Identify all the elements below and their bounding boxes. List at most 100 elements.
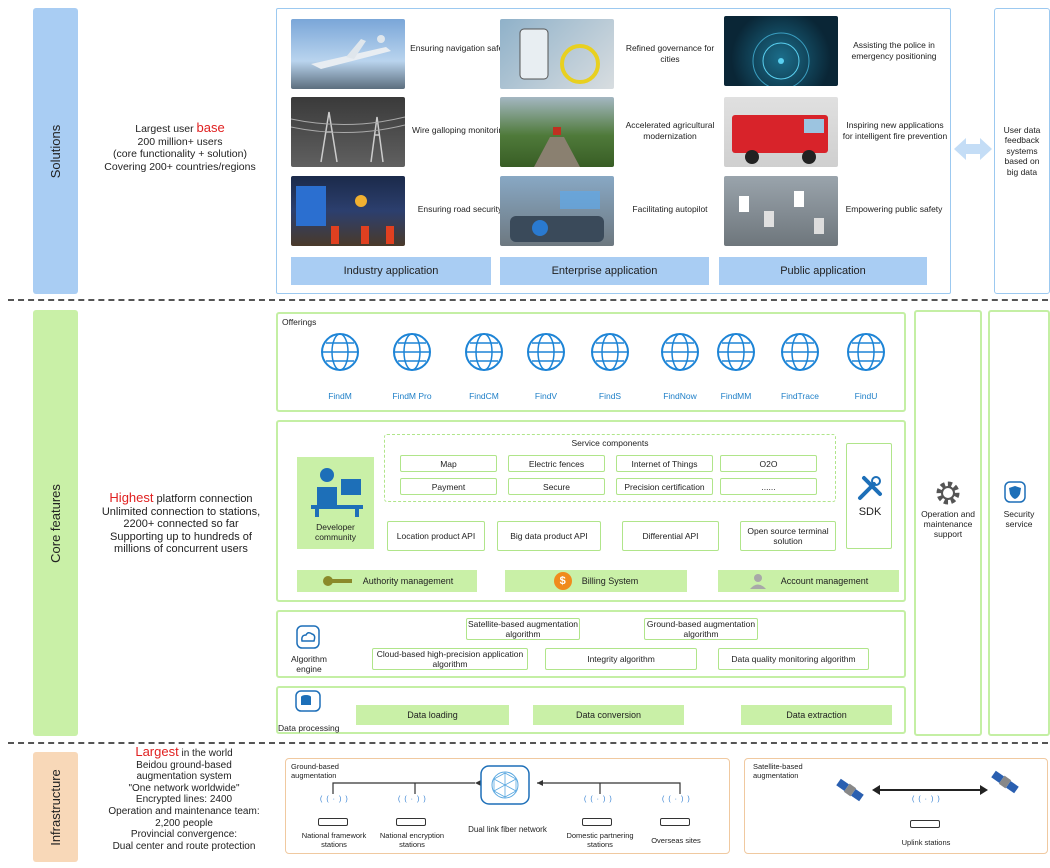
offering-icon-1[interactable] <box>390 330 434 374</box>
algo-integrity: Integrity algorithm <box>545 648 697 670</box>
desc-line: 2,200 people <box>155 817 213 829</box>
caption-navigation-safety: Ensuring navigation safety <box>410 43 510 53</box>
desc-line: Encrypted lines: 2400 <box>135 794 233 806</box>
feedback-panel: User data feedback systems based on big … <box>994 8 1050 294</box>
station-icon <box>660 818 690 826</box>
photo-agriculture <box>500 97 614 167</box>
security-label: Security service <box>1003 509 1035 529</box>
database-icon <box>295 690 321 712</box>
offering-icon-2[interactable] <box>462 330 506 374</box>
ops-panel <box>914 310 982 736</box>
api-location: Location product API <box>387 521 485 551</box>
desc-line: Covering 200+ countries/regions <box>104 160 256 173</box>
domestic-partnering-stations-label: Domestic partnering stations <box>566 831 634 849</box>
api-big-data: Big data product API <box>497 521 601 551</box>
overseas-sites-label: Overseas sites <box>651 836 701 845</box>
photo-road-security <box>291 176 405 246</box>
satellite-link <box>836 770 1019 802</box>
platform-panel <box>276 420 906 602</box>
offering-label[interactable]: FindM Pro <box>392 391 432 401</box>
desc-highlight: Highest <box>109 490 154 505</box>
industry-application-bar: Industry application <box>291 257 491 285</box>
algo-data-quality: Data quality monitoring algorithm <box>718 648 869 670</box>
service-secure: Secure <box>508 478 605 495</box>
offering-icon-7[interactable] <box>778 330 822 374</box>
desc-text: platform connection <box>153 493 253 505</box>
offering-icon-8[interactable] <box>844 330 888 374</box>
ground-based-title: Ground-based augmentation <box>291 762 339 780</box>
offering-icon-3[interactable] <box>524 330 568 374</box>
developer-community-label: Developer community <box>314 522 357 542</box>
developer-icon <box>311 468 363 517</box>
photo-police-positioning <box>724 16 838 86</box>
algorithm-engine-label: Algorithm engine <box>291 654 327 674</box>
signal-icon: ((·)) <box>320 796 352 803</box>
offering-label[interactable]: FindNow <box>663 391 697 401</box>
dollar-icon: $ <box>553 572 572 590</box>
offering-label[interactable]: FindU <box>854 391 878 401</box>
data-extraction-bar: Data extraction <box>741 705 892 725</box>
offering-label[interactable]: FindS <box>598 391 622 401</box>
developer-community-tile: Developer community <box>297 457 374 549</box>
api-differential: Differential API <box>622 521 719 551</box>
caption-fire-prevention: Inspiring new applications for intellige… <box>842 120 948 141</box>
solutions-panel <box>276 8 951 294</box>
double-arrow-icon <box>954 138 992 160</box>
service-iot: Internet of Things <box>616 455 713 472</box>
desc-line: (core functionality + solution) <box>113 148 247 160</box>
data-conversion-bar: Data conversion <box>533 705 684 725</box>
offering-label[interactable]: FindM <box>328 391 352 401</box>
desc-line: augmentation system <box>136 771 232 783</box>
band-solutions-label: Solutions <box>48 124 64 178</box>
offering-icon-4[interactable] <box>588 330 632 374</box>
photo-airplane <box>291 19 405 89</box>
desc-line: Provincial convergence: <box>130 829 238 841</box>
national-encryption-stations-label: National encryption stations <box>379 831 445 849</box>
band-solutions: Solutions <box>33 8 78 294</box>
ops-label: Operation and maintenance support <box>921 509 975 539</box>
fiber-network-label: Dual link fiber network <box>468 825 547 834</box>
data-loading-bar: Data loading <box>356 705 509 725</box>
fiber-network-icon <box>480 765 530 805</box>
national-framework-stations-label: National framework stations <box>301 831 367 849</box>
cloud-settings-icon <box>296 625 320 649</box>
offering-icon-5[interactable] <box>658 330 702 374</box>
billing-system-bar: $ Billing System <box>505 570 687 592</box>
service-electric-fences: Electric fences <box>508 455 605 472</box>
offering-icon-6[interactable] <box>714 330 758 374</box>
algorithm-panel <box>276 610 906 678</box>
station-icon <box>582 818 612 826</box>
signal-icon: ((·)) <box>912 796 944 803</box>
desc-text: in the world <box>178 748 233 759</box>
solutions-description: Largest user base 200 million+ users (co… <box>90 120 270 173</box>
desc-line: 200 million+ users <box>137 135 223 148</box>
offering-icon-0[interactable] <box>318 330 362 374</box>
satellite-icon <box>836 778 864 802</box>
divider <box>8 299 1048 301</box>
sdk-label: SDK <box>858 506 882 518</box>
desc-highlight: Largest <box>135 744 179 759</box>
caption-public-safety: Empowering public safety <box>845 204 943 214</box>
authority-management-bar: Authority management <box>297 570 477 592</box>
caption-road-security: Ensuring road security <box>417 204 503 214</box>
offering-label[interactable]: FindV <box>534 391 558 401</box>
service-components-title: Service components <box>571 438 649 448</box>
desc-highlight: base <box>196 120 225 135</box>
offering-label[interactable]: FindCM <box>469 391 499 401</box>
user-icon <box>749 574 766 589</box>
security-panel <box>988 310 1050 736</box>
desc-line: 2200+ connected so far <box>123 518 239 530</box>
offering-label[interactable]: FindMM <box>720 391 752 401</box>
caption-wire-galloping: Wire galloping monitoring <box>412 125 508 135</box>
core-description: Highest platform connection Unlimited co… <box>86 490 276 556</box>
caption-autopilot: Facilitating autopilot <box>632 204 708 214</box>
service-components-panel <box>384 434 836 502</box>
billing-system-label: Billing System <box>581 576 639 586</box>
service-payment: Payment <box>400 478 497 495</box>
signal-icon: ((·)) <box>662 796 694 803</box>
offering-label[interactable]: FindTrace <box>781 391 819 401</box>
caption-police-positioning: Assisting the police in emergency positi… <box>851 40 937 61</box>
caption-refined-governance: Refined governance for cities <box>625 43 715 64</box>
ground-based-panel <box>285 758 730 854</box>
api-open-source-terminal: Open source terminal solution <box>740 521 836 551</box>
